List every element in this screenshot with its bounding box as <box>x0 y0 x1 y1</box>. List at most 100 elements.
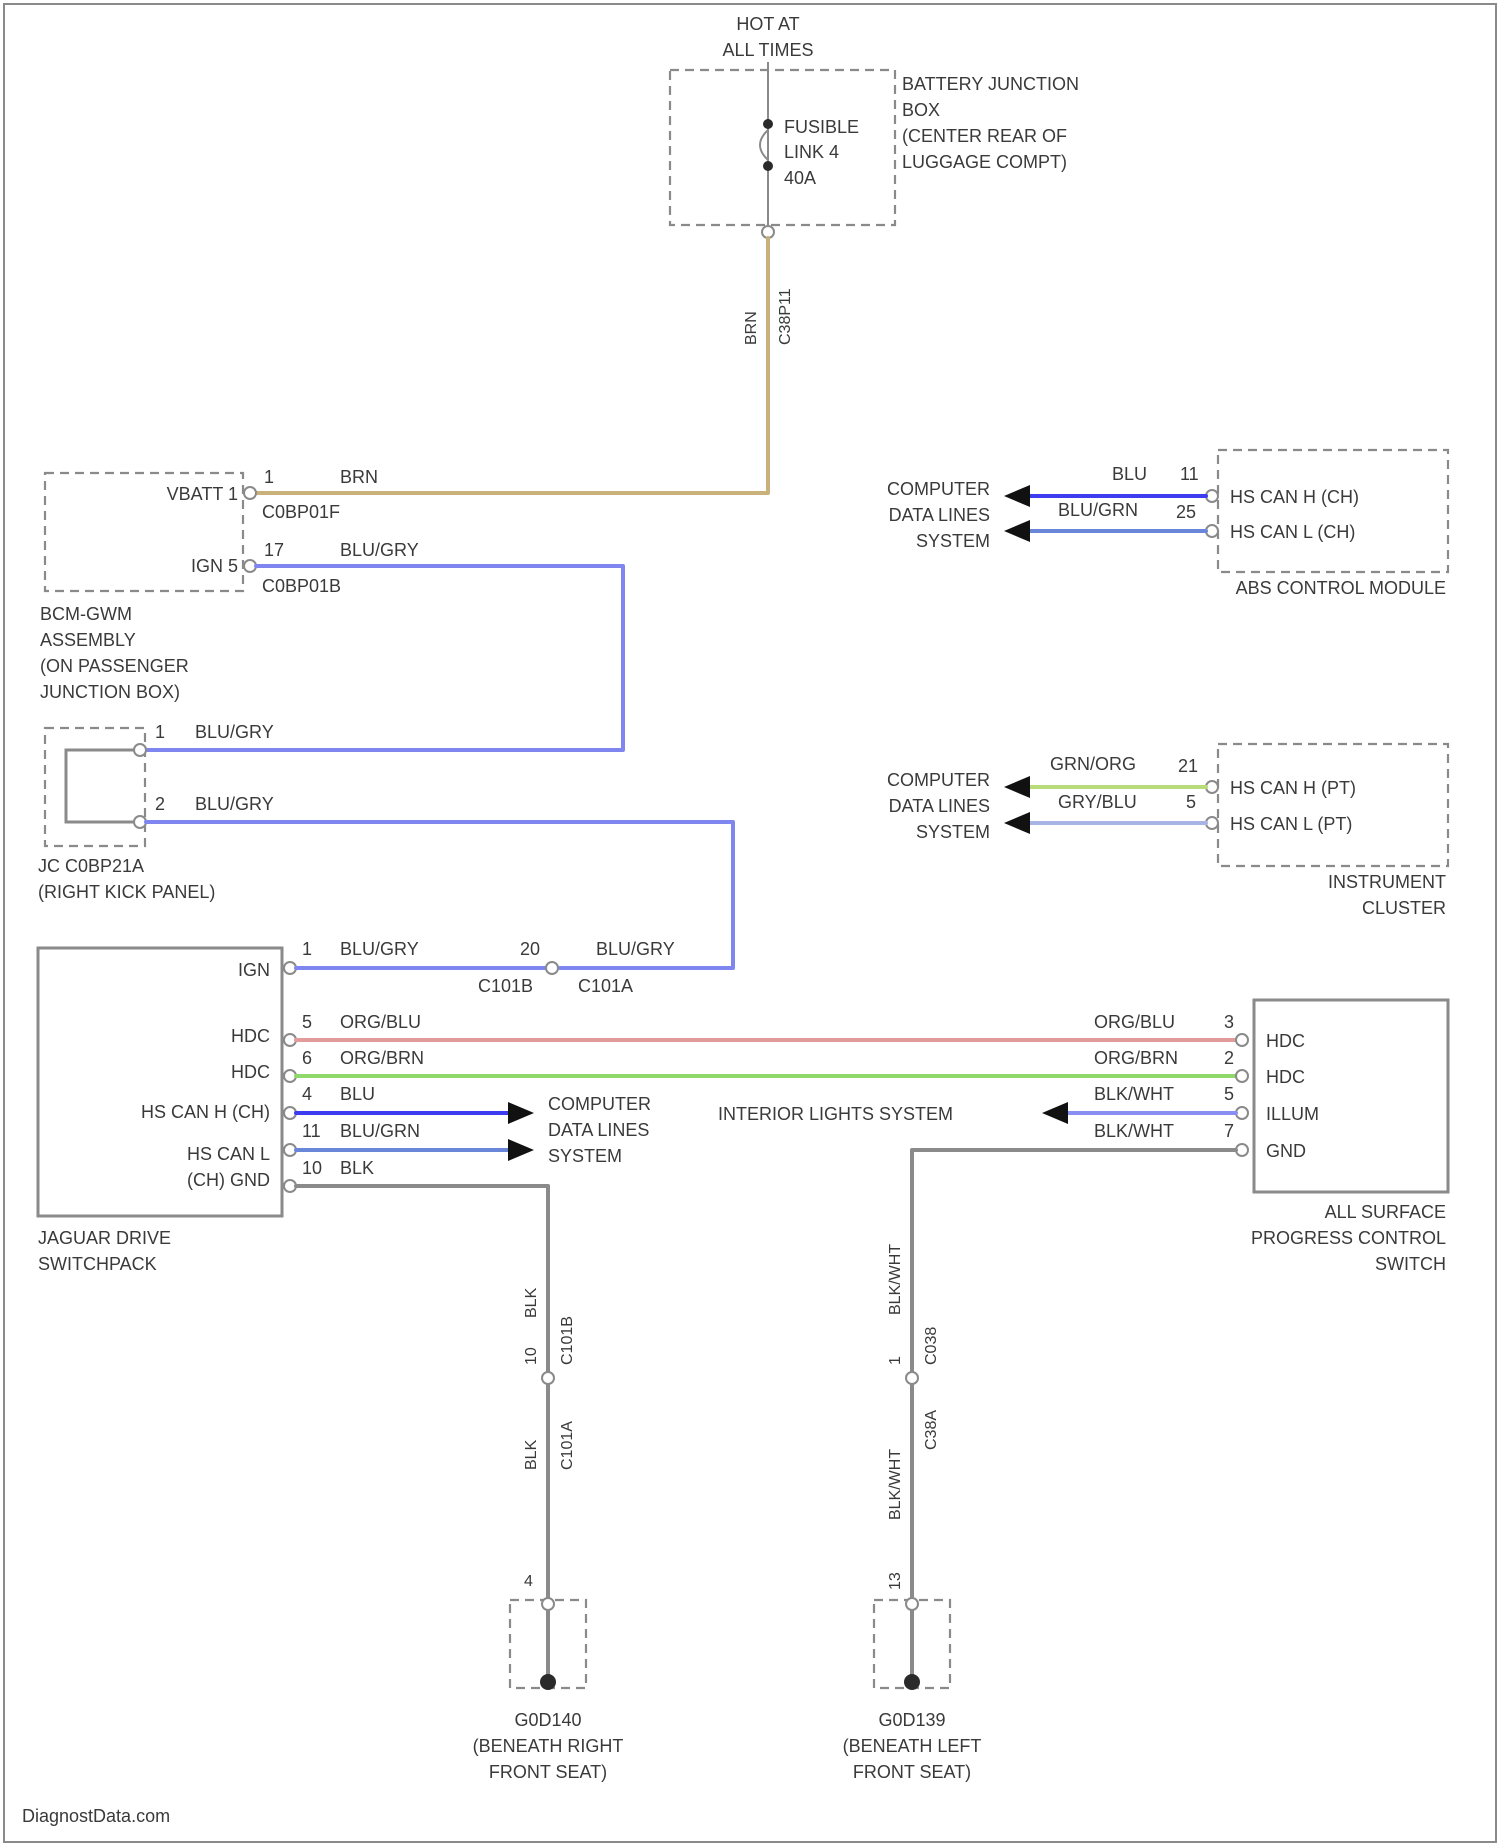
fuse-node-top <box>763 119 773 129</box>
bcm-conn1: C0BP01F <box>262 502 340 522</box>
bcm-vbatt-label: VBATT 1 <box>167 484 238 504</box>
abs-can-l-label: HS CAN L (CH) <box>1230 522 1355 542</box>
gr-wire-top: BLK <box>523 1287 540 1318</box>
battery-junction-box <box>670 70 895 225</box>
instrument-cluster-box <box>1218 744 1448 866</box>
ground-left-terminal <box>904 1674 920 1690</box>
gl-wire-top: BLK/WHT <box>887 1244 904 1315</box>
abs-can-h-label: HS CAN H (CH) <box>1230 487 1359 507</box>
watermark: DiagnostData.com <box>22 1806 170 1826</box>
bjb-label-3: (CENTER REAR OF <box>902 126 1067 146</box>
aspc-title-1: ALL SURFACE <box>1325 1202 1446 1222</box>
cluster-cdl-1: COMPUTER <box>887 770 990 790</box>
bcm-ign-label: IGN 5 <box>191 556 238 576</box>
jc-pin1-num: 1 <box>155 722 165 742</box>
cluster-can-h-arrow-icon <box>1004 776 1030 798</box>
aspc-hdc1-label: HDC <box>1266 1031 1305 1051</box>
jdsp-hdc1-wire-color: ORG/BLU <box>340 1012 421 1032</box>
jdsp-canh-wire-color: BLU <box>340 1084 375 1104</box>
jdsp-cdl-3: SYSTEM <box>548 1146 622 1166</box>
bcm-pin-1 <box>244 487 256 499</box>
bcm-pin1-num: 1 <box>264 467 274 487</box>
bcm-wire2-color: BLU/GRY <box>340 540 419 560</box>
ground-right-inline-connector <box>542 1372 554 1384</box>
cluster-cdl-2: DATA LINES <box>889 796 990 816</box>
abs-cdl-1: COMPUTER <box>887 479 990 499</box>
abs-can-l-arrow-icon <box>1004 520 1030 542</box>
jdsp-hdc2-label: HDC <box>231 1062 270 1082</box>
cluster-wire21-color: GRN/ORG <box>1050 754 1136 774</box>
fuse-label-1: FUSIBLE <box>784 117 859 137</box>
gr-pin-bot: 4 <box>524 1573 533 1590</box>
abs-title: ABS CONTROL MODULE <box>1236 578 1446 598</box>
down-wire-conn: C38P11 <box>777 288 794 345</box>
c101b-label: C101B <box>478 976 533 996</box>
jdsp-gnd-wire-color: BLK <box>340 1158 374 1178</box>
jdsp-title-2: SWITCHPACK <box>38 1254 157 1274</box>
aspc-gnd-label: GND <box>1266 1141 1306 1161</box>
diagram-frame <box>4 4 1496 1842</box>
jc-title-1: JC C0BP21A <box>38 856 144 876</box>
aspc-pin-2 <box>1236 1070 1248 1082</box>
aspc-switch-box <box>1254 1000 1448 1192</box>
ground-left-pin <box>906 1598 918 1610</box>
cluster-title-1: INSTRUMENT <box>1328 872 1446 892</box>
cluster-title-2: CLUSTER <box>1362 898 1446 918</box>
jdsp-pin1-num: 1 <box>302 939 312 959</box>
cluster-pin21-num: 21 <box>1178 756 1198 776</box>
aspc-w3-color: BLK/WHT <box>1094 1084 1174 1104</box>
jc-wire2-color: BLU/GRY <box>195 794 274 814</box>
abs-can-h-arrow-icon <box>1004 485 1030 507</box>
aspc-pin7-num: 7 <box>1224 1121 1234 1141</box>
jdsp-canl-label-1: HS CAN L <box>187 1144 270 1164</box>
jdsp-pin5-num: 5 <box>302 1012 312 1032</box>
jdsp-can-l-arrow-icon <box>508 1139 534 1161</box>
jc-wire1-color: BLU/GRY <box>195 722 274 742</box>
aspc-pin-3 <box>1236 1034 1248 1046</box>
abs-cdl-2: DATA LINES <box>889 505 990 525</box>
bjb-label-2: BOX <box>902 100 940 120</box>
c101-pin20-num: 20 <box>520 939 540 959</box>
aspc-pin2-num: 2 <box>1224 1048 1234 1068</box>
interior-lights-label: INTERIOR LIGHTS SYSTEM <box>718 1104 953 1124</box>
hot-label-2: ALL TIMES <box>722 40 813 60</box>
aspc-pin3-num: 3 <box>1224 1012 1234 1032</box>
gr-loc-1: (BENEATH RIGHT <box>473 1736 624 1756</box>
bcm-title-2: ASSEMBLY <box>40 630 136 650</box>
jdsp-canh-label: HS CAN H (CH) <box>141 1102 270 1122</box>
bcm-title-3: (ON PASSENGER <box>40 656 189 676</box>
abs-pin11-num: 11 <box>1180 464 1199 484</box>
jdsp-pin10-num: 10 <box>302 1158 322 1178</box>
brn-feed-wire <box>252 238 768 493</box>
hot-label-1: HOT AT <box>736 14 799 34</box>
aspc-w2-color: ORG/BRN <box>1094 1048 1178 1068</box>
aspc-w4-color: BLK/WHT <box>1094 1121 1174 1141</box>
bjb-label-1: BATTERY JUNCTION <box>902 74 1079 94</box>
jc-pin-1 <box>134 744 146 756</box>
abs-wire11-color: BLU <box>1112 464 1147 484</box>
jdsp-ign-label: IGN <box>238 960 270 980</box>
aspc-w1-color: ORG/BLU <box>1094 1012 1175 1032</box>
cluster-can-l-label: HS CAN L (PT) <box>1230 814 1352 834</box>
jdsp-cdl-2: DATA LINES <box>548 1120 649 1140</box>
gl-pin-top: 1 <box>887 1356 904 1365</box>
jdsp-canl-label-2: (CH) GND <box>187 1170 270 1190</box>
cluster-wire5-color: GRY/BLU <box>1058 792 1137 812</box>
fuse-label-2: LINK 4 <box>784 142 839 162</box>
gr-loc-2: FRONT SEAT) <box>489 1762 607 1782</box>
aspc-pin5-num: 5 <box>1224 1084 1234 1104</box>
jdsp-ign-wire-color: BLU/GRY <box>340 939 419 959</box>
fusible-link-symbol <box>760 130 768 160</box>
gl-wire-bot: BLK/WHT <box>887 1449 904 1520</box>
fuse-label-3: 40A <box>784 168 816 188</box>
cluster-can-l-arrow-icon <box>1004 812 1030 834</box>
gl-conn-top: C038 <box>923 1327 940 1365</box>
gr-conn-top: C101B <box>559 1316 576 1365</box>
aspc-title-2: PROGRESS CONTROL <box>1251 1228 1446 1248</box>
cluster-cdl-3: SYSTEM <box>916 822 990 842</box>
gl-name: G0D139 <box>878 1710 945 1730</box>
gl-loc-2: FRONT SEAT) <box>853 1762 971 1782</box>
abs-module-box <box>1218 450 1448 572</box>
